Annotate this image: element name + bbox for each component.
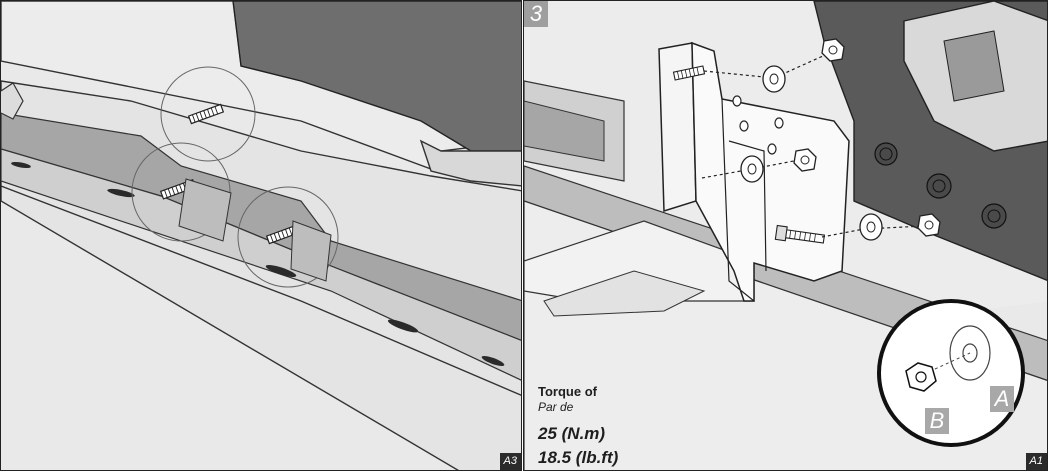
bracket-assembly-illustration xyxy=(524,1,1047,470)
bumper-studs-illustration xyxy=(1,1,521,470)
illustration-panel-right: 3 A B Torque of Par de 25 (N.m) 18.5 (lb… xyxy=(523,0,1048,471)
figure-tag: A3 xyxy=(499,453,521,470)
torque-label-fr: Par de xyxy=(538,400,574,414)
callout-label-a: A xyxy=(990,386,1014,412)
torque-value-imperial: 18.5 (lb.ft) xyxy=(538,448,619,467)
torque-label-en: Torque of xyxy=(538,384,597,399)
illustration-panel-left: A3 xyxy=(0,0,522,471)
torque-spec: Torque of Par de 25 (N.m) 18.5 (lb.ft) xyxy=(538,384,618,468)
callout-label-b: B xyxy=(925,408,949,434)
figure-tag: A1 xyxy=(1025,453,1047,470)
step-number: 3 xyxy=(524,1,548,27)
torque-value-metric: 25 (N.m) xyxy=(538,424,606,443)
